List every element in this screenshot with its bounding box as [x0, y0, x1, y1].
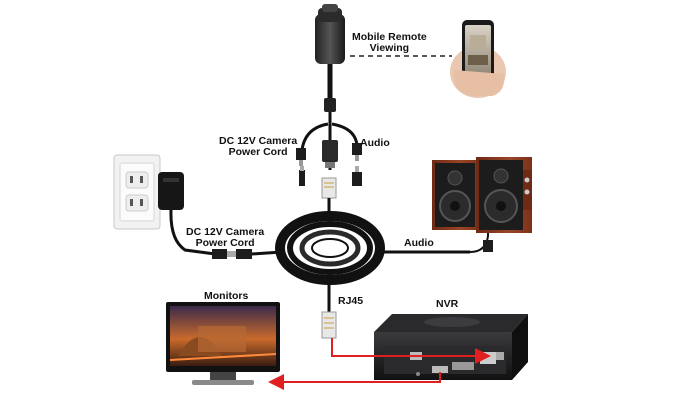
audio-cable-right [378, 228, 493, 254]
label-audio-top: Audio [360, 137, 390, 149]
wall-outlet [113, 154, 161, 230]
bnc-connector [322, 140, 338, 168]
label-nvr: NVR [436, 298, 459, 310]
dc-plug-left [212, 249, 283, 259]
speakers [432, 157, 532, 233]
rj45-bottom-plug [321, 280, 337, 339]
signal-arrows [268, 338, 491, 390]
rj45-top-plug [321, 177, 337, 215]
smartphone [450, 20, 506, 98]
nvr-recorder [374, 314, 528, 380]
monitor [166, 302, 280, 385]
audio-plug-top [352, 143, 362, 186]
bullet-camera [315, 4, 345, 112]
label-dc-power-top: DC 12V Camera Power Cord [219, 135, 298, 158]
dc-plug-top [296, 148, 306, 186]
power-adapter [158, 172, 216, 256]
label-mobile-remote: Mobile Remote Viewing [352, 31, 427, 54]
label-dc-power-left: DC 12V Camera Power Cord [186, 226, 265, 249]
cable-coil [275, 211, 385, 285]
label-monitors: Monitors [204, 290, 249, 302]
label-rj45: RJ45 [338, 295, 364, 307]
label-audio-right: Audio [404, 237, 434, 249]
